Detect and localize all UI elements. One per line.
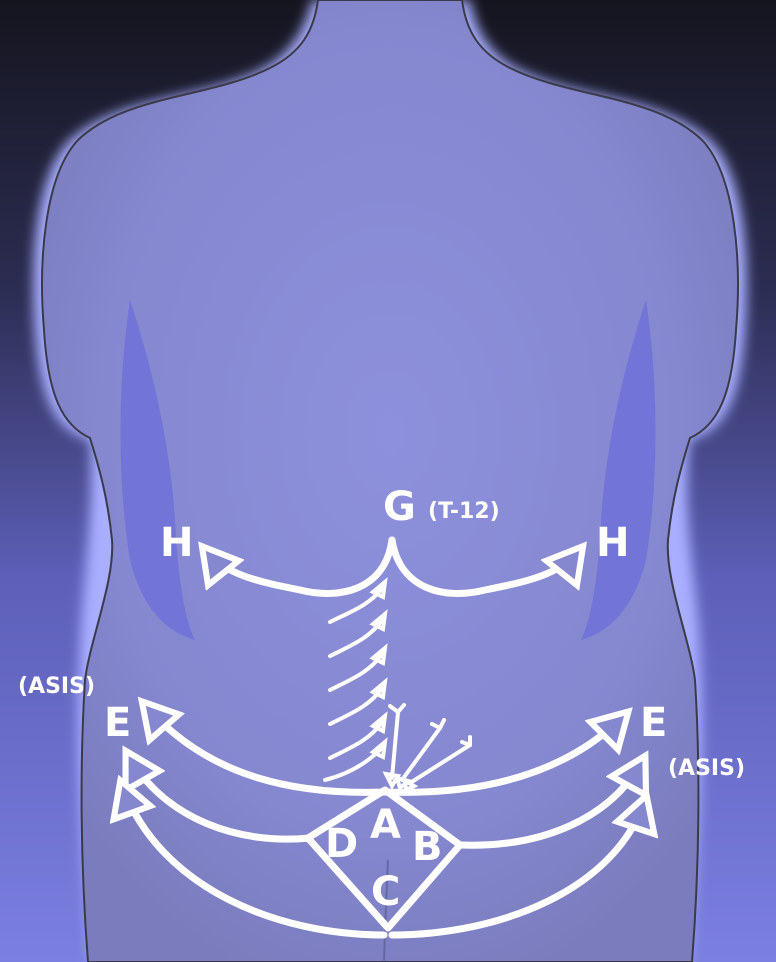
label-h-left: H — [160, 520, 193, 566]
label-g: G — [383, 484, 416, 530]
label-e-right: E — [640, 700, 667, 746]
label-c: C — [371, 869, 400, 915]
label-h-right: H — [596, 520, 629, 566]
label-asis-right: (ASIS) — [668, 756, 745, 781]
label-a: A — [370, 802, 401, 848]
label-t12: (T-12) — [428, 499, 500, 524]
label-b: B — [412, 824, 443, 870]
label-d: D — [325, 821, 358, 867]
label-asis-left: (ASIS) — [18, 674, 95, 699]
label-e-left: E — [104, 700, 131, 746]
